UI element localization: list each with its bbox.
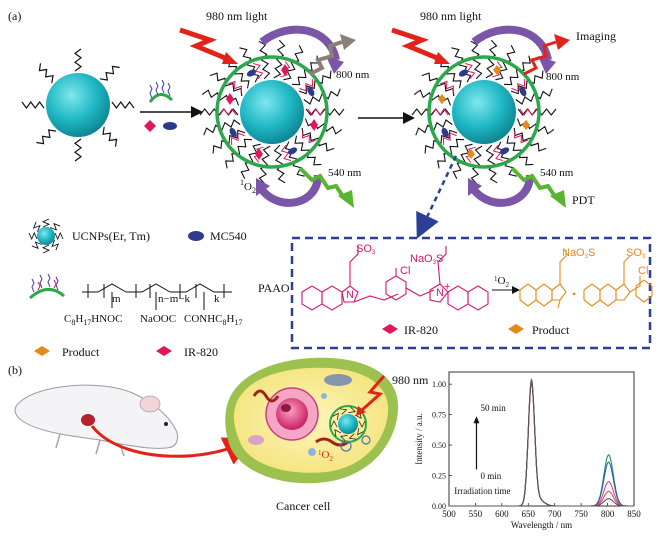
paao-structure [82, 283, 232, 310]
annotation-caption: Irradiation time [454, 486, 510, 496]
laser-label-1: 980 nm light [206, 9, 268, 23]
laser-980-arrow-1 [179, 27, 238, 64]
emission-540-arrow-2 [510, 166, 566, 208]
cancer-cell-label: Cancer cell [276, 499, 331, 513]
ir820-so3-1: SO3 [356, 243, 376, 256]
x-tick-label: 850 [627, 509, 641, 519]
nanoparticle-reacted [411, 39, 557, 185]
zoom-arrow [416, 155, 458, 239]
paao-sub-m: m [112, 293, 121, 305]
legend-ir820-swatch [156, 346, 172, 356]
cell-laser-label: 980 nm [392, 373, 429, 387]
y-tick-label: 0.00 [432, 502, 446, 511]
x-tick-label: 650 [522, 509, 536, 519]
purple-arrow-bottom-1 [258, 174, 322, 207]
legend-product-swatch [34, 346, 50, 356]
laser-label-2: 980 nm light [420, 9, 482, 23]
legend-ucnp [28, 218, 64, 254]
legend-ucnp-label: UCNPs(Er, Tm) [72, 229, 150, 243]
singlet-oxygen-1: 1O2 [240, 178, 256, 195]
nanoparticle-loaded [199, 39, 345, 185]
series-line [449, 380, 634, 507]
paao-sub-nmk: n−m−k [158, 293, 190, 305]
emission-spectrum-chart: 500 550 600 650 700 750 800 850 0.00 0.25 0.50 0.75… [414, 371, 641, 530]
ir820-cl: Cl [400, 265, 410, 277]
emission-540-label-1: 540 nm [328, 167, 362, 179]
y-axis-label: Intensity / a.u. [414, 413, 424, 465]
emission-800-label-2: 800 nm [546, 71, 580, 83]
product-naso3: NaO3S [562, 247, 595, 260]
x-tick-label: 750 [574, 509, 588, 519]
emission-540-label-2: 540 nm [540, 167, 574, 179]
emission-800-label-1: 800 nm [336, 69, 370, 81]
ir820-n1: N [346, 289, 354, 301]
legend-mc540-swatch [188, 231, 204, 241]
emission-540-arrow-1 [298, 166, 354, 208]
legend-ir820-label: IR-820 [184, 345, 218, 359]
legend-mc540-label: MC540 [210, 229, 247, 243]
y-tick-label: 1.00 [432, 380, 446, 389]
y-tick-label: 0.25 [432, 472, 446, 481]
polymer-dye-reagent [144, 79, 177, 132]
panel-b-label: (b) [8, 363, 22, 377]
product-structure [519, 250, 653, 309]
legend-polymer-swatch [29, 273, 65, 300]
pdt-label: PDT [572, 193, 595, 207]
paao-monomer-right: CONHC8H17 [184, 313, 242, 327]
x-tick-label: 500 [442, 509, 456, 519]
box-legend-product-swatch [508, 324, 524, 334]
purple-arrow-bottom-2 [470, 174, 534, 207]
box-legend-product-label: Product [532, 323, 570, 337]
cell-singlet-oxygen: 1O2 [318, 449, 333, 463]
reaction-o2: 1O2 [494, 275, 509, 289]
laser-980-arrow-2 [391, 27, 450, 64]
y-tick-label: 0.50 [432, 441, 446, 450]
irradiation-arrowhead [473, 416, 480, 424]
product-cl: Cl [638, 265, 648, 277]
box-legend-ir820-label: IR-820 [404, 323, 438, 337]
emission-800-arrow-2 [523, 34, 570, 76]
ir820-so3-2: NaO3S [410, 253, 443, 266]
product-plus: • [572, 287, 576, 301]
paao-sub-k: k [214, 293, 220, 305]
annotation-bottom: 0 min [480, 471, 501, 481]
mouse-illustration [14, 384, 179, 457]
panel-a-label: (a) [8, 9, 21, 23]
ir820-structure [301, 246, 489, 311]
paao-monomer-left: C8H17HNOC [64, 313, 122, 327]
box-legend-ir820-swatch [382, 324, 398, 334]
product-so3: SO3 [626, 247, 646, 260]
x-tick-label: 700 [548, 509, 562, 519]
imaging-label: Imaging [576, 29, 616, 43]
x-tick-label: 800 [601, 509, 615, 519]
x-axis-label: Wavelength / nm [511, 520, 572, 530]
annotation-top: 50 min [480, 403, 506, 413]
legend-product-label: Product [62, 345, 100, 359]
mouse-to-cell-arrow [90, 425, 255, 465]
laser-980-arrow-cell [356, 375, 386, 416]
legend-paao-label: PAAO [258, 281, 290, 295]
cancer-cell [225, 357, 399, 484]
ir820-plus: + [444, 281, 450, 293]
ir820-n2: N [436, 287, 444, 299]
x-tick-label: 550 [469, 509, 483, 519]
y-tick-label: 0.75 [432, 411, 446, 420]
paao-monomer-mid: NaOOC [140, 313, 176, 325]
x-tick-label: 600 [495, 509, 509, 519]
bare-ucnp [21, 48, 135, 162]
emission-800-arrow-1 [309, 34, 356, 76]
